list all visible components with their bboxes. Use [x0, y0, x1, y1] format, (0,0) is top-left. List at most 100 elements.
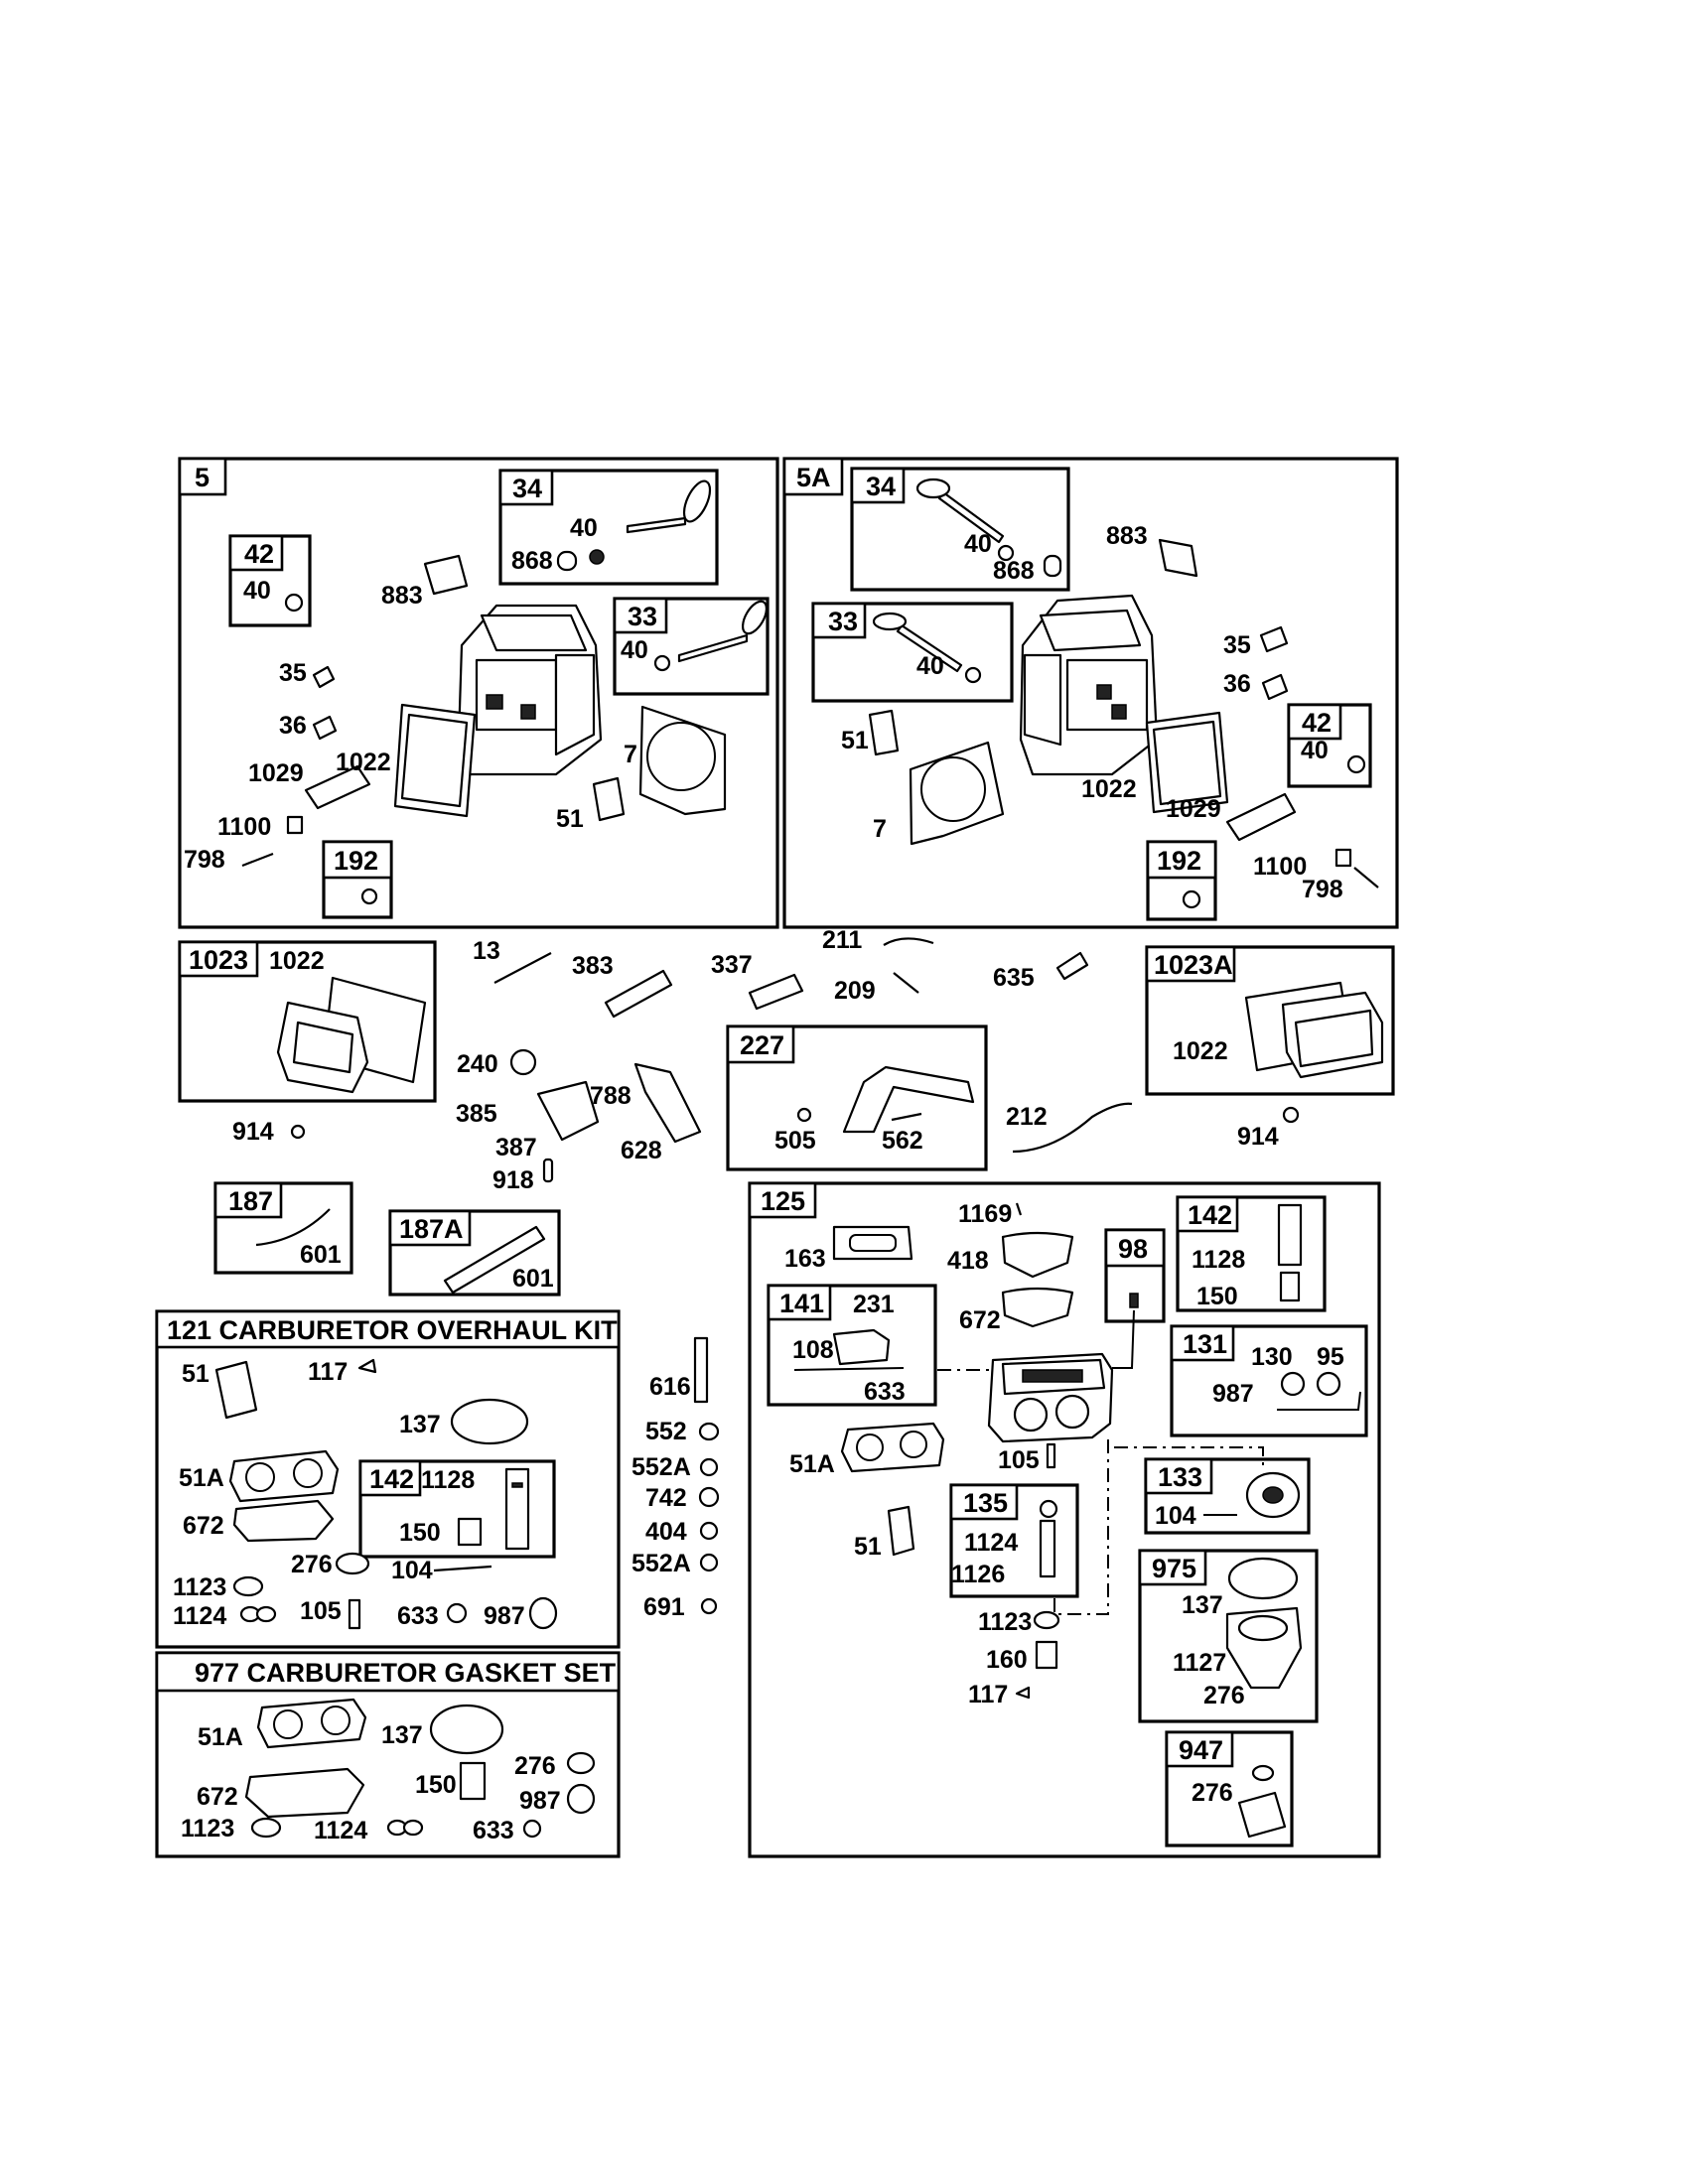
svg-text:672: 672 [183, 1512, 224, 1540]
box-33: 33 [613, 597, 770, 696]
svg-text:1029: 1029 [248, 759, 304, 787]
svg-text:1123: 1123 [978, 1608, 1032, 1636]
svg-text:918: 918 [492, 1166, 534, 1194]
panel-5: 5 34 42 33 192 [178, 457, 779, 929]
svg-text:33: 33 [628, 602, 657, 631]
svg-text:51: 51 [556, 805, 584, 833]
svg-text:187A: 187A [399, 1214, 464, 1244]
gasket-883 [423, 554, 469, 596]
svg-text:601: 601 [512, 1265, 554, 1293]
svg-text:40: 40 [964, 530, 992, 558]
svg-text:914: 914 [1237, 1123, 1279, 1151]
svg-text:40: 40 [621, 636, 648, 664]
svg-text:276: 276 [1192, 1779, 1233, 1807]
svg-text:187: 187 [228, 1186, 273, 1216]
svg-text:628: 628 [621, 1137, 662, 1164]
svg-text:1127: 1127 [1173, 1649, 1226, 1677]
panel-5-tag: 5 [195, 463, 210, 492]
svg-text:1023A: 1023A [1154, 950, 1233, 980]
svg-text:505: 505 [774, 1127, 816, 1155]
svg-text:633: 633 [397, 1602, 439, 1630]
svg-text:35: 35 [279, 659, 307, 687]
cylinder-head-5a [1019, 594, 1159, 776]
svg-text:34: 34 [512, 474, 542, 503]
rocker-arm-5a [1225, 792, 1297, 842]
svg-text:552A: 552A [632, 1453, 691, 1481]
svg-text:868: 868 [993, 557, 1035, 585]
svg-text:1123: 1123 [173, 1573, 226, 1601]
svg-text:1124: 1124 [173, 1602, 226, 1630]
svg-text:36: 36 [279, 712, 307, 740]
svg-text:633: 633 [864, 1378, 906, 1406]
box-34: 34 [498, 469, 719, 586]
svg-text:40: 40 [243, 577, 271, 605]
svg-text:691: 691 [643, 1593, 685, 1621]
bracket-385 [536, 1080, 600, 1142]
svg-text:51: 51 [854, 1533, 882, 1561]
box-975: 975 [1138, 1549, 1319, 1723]
svg-text:13: 13 [473, 937, 500, 965]
box-34a: 34 [850, 467, 1070, 592]
svg-text:672: 672 [197, 1783, 238, 1811]
svg-text:552A: 552A [632, 1550, 691, 1577]
svg-text:240: 240 [457, 1050, 498, 1078]
svg-text:601: 601 [300, 1241, 342, 1269]
svg-text:1029: 1029 [1166, 795, 1221, 823]
svg-text:42: 42 [1302, 708, 1332, 738]
svg-text:125: 125 [761, 1186, 805, 1216]
svg-text:160: 160 [986, 1646, 1028, 1674]
svg-text:40: 40 [916, 652, 944, 680]
box-133: 133 [1144, 1457, 1311, 1535]
svg-text:51: 51 [841, 727, 869, 754]
svg-text:672: 672 [959, 1306, 1001, 1334]
svg-text:276: 276 [514, 1752, 556, 1780]
svg-text:137: 137 [1182, 1591, 1223, 1619]
svg-text:130: 130 [1251, 1343, 1293, 1371]
panel-125-carburetor: 125 141 98 142 131 [748, 1181, 1381, 1858]
svg-text:95: 95 [1317, 1343, 1344, 1371]
svg-text:212: 212 [1006, 1103, 1048, 1131]
box-42a: 42 [1287, 703, 1372, 788]
panel-187: 187 601 [213, 1181, 353, 1275]
svg-text:36: 36 [1223, 670, 1251, 698]
svg-text:104: 104 [1155, 1502, 1196, 1530]
svg-text:7: 7 [624, 741, 637, 768]
svg-text:42: 42 [244, 539, 274, 569]
svg-text:227: 227 [740, 1030, 784, 1060]
svg-text:1123: 1123 [181, 1815, 234, 1843]
svg-text:51: 51 [182, 1360, 210, 1388]
svg-text:7: 7 [873, 815, 887, 843]
svg-text:150: 150 [1196, 1283, 1238, 1310]
svg-text:947: 947 [1179, 1735, 1223, 1765]
svg-text:135: 135 [963, 1488, 1008, 1518]
panel-187a: 187A 601 [388, 1209, 561, 1297]
svg-text:51A: 51A [179, 1464, 224, 1492]
svg-text:552: 552 [645, 1418, 687, 1445]
svg-text:117: 117 [308, 1358, 348, 1386]
svg-text:987: 987 [1212, 1380, 1254, 1408]
head-gasket-5a [909, 741, 1005, 846]
svg-text:1022: 1022 [269, 947, 325, 975]
svg-text:404: 404 [645, 1518, 687, 1546]
svg-text:1128: 1128 [1192, 1246, 1245, 1274]
svg-text:141: 141 [779, 1289, 824, 1318]
svg-text:33: 33 [828, 607, 858, 636]
svg-text:798: 798 [1302, 876, 1343, 903]
svg-text:798: 798 [184, 846, 225, 874]
svg-text:131: 131 [1183, 1329, 1227, 1359]
box-98: 98 [1104, 1228, 1166, 1323]
svg-text:142: 142 [1188, 1200, 1232, 1230]
svg-text:383: 383 [572, 952, 614, 980]
box-192: 192 [322, 840, 393, 919]
box-42: 42 [228, 534, 312, 627]
svg-text:1100: 1100 [217, 813, 271, 841]
svg-text:1169: 1169 [958, 1200, 1012, 1228]
svg-text:5A: 5A [796, 463, 831, 492]
svg-text:276: 276 [291, 1551, 333, 1578]
svg-text:105: 105 [300, 1597, 342, 1625]
svg-text:868: 868 [511, 547, 553, 575]
svg-text:616: 616 [649, 1373, 691, 1401]
box-192a: 192 [1146, 840, 1217, 921]
svg-text:209: 209 [834, 977, 876, 1005]
